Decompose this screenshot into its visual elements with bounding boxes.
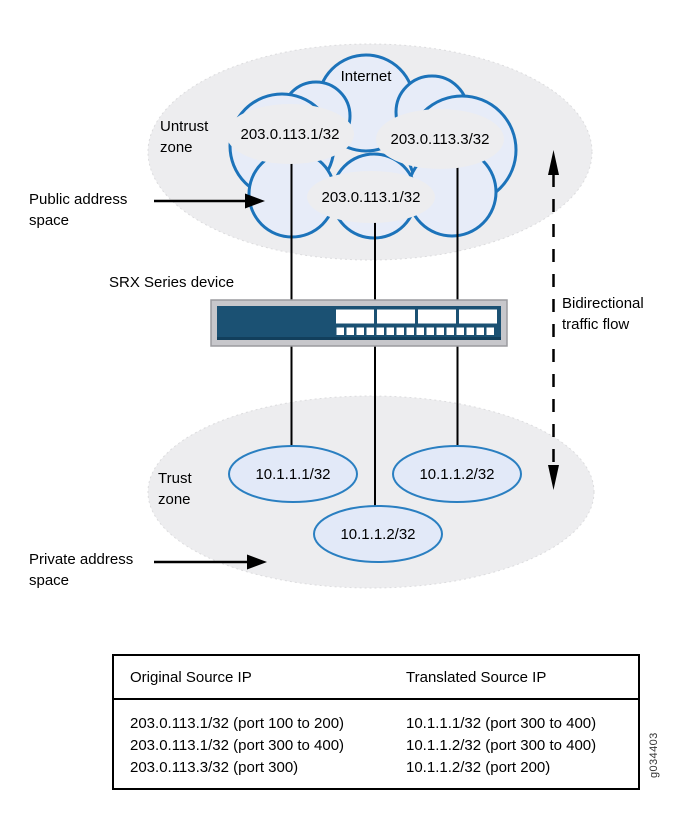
private-ip-bubble-1 (228, 445, 358, 503)
original-ip-cell: 203.0.113.1/32 (port 300 to 400) (130, 737, 345, 754)
srx-device (210, 299, 508, 347)
public-ip-bubble-3 (307, 171, 435, 223)
private-ip-bubble-2 (392, 445, 522, 503)
public-address-space-label: Public address space (29, 191, 128, 229)
arrow-right-icon (245, 193, 265, 209)
internet-label: Internet (341, 68, 393, 85)
private-ip-1: 10.1.1.1/32 (255, 466, 330, 483)
untrust-zone-label: Untrust zone (160, 118, 209, 156)
table-row: 203.0.113.3/32 (port 300) 10.1.1.2/32 (p… (130, 757, 638, 779)
private-ip-3: 10.1.1.2/32 (340, 526, 415, 543)
srx-device-port-slots (336, 309, 497, 335)
public-ip-2: 203.0.113.3/32 (391, 131, 490, 148)
private-ip-bubble-3 (313, 505, 443, 563)
arrow-right-icon (247, 554, 267, 570)
bidirectional-arrow (548, 150, 559, 490)
arrow-up-icon (548, 150, 559, 175)
srx-device-faceplate-shadow (217, 337, 501, 340)
arrow-down-icon (548, 465, 559, 490)
public-ip-3: 203.0.113.1/32 (322, 189, 421, 206)
trust-zone-ellipse (147, 395, 595, 589)
table-row: 203.0.113.1/32 (port 100 to 200) 10.1.1.… (130, 713, 638, 735)
table-row: 203.0.113.1/32 (port 300 to 400) 10.1.1.… (130, 735, 638, 757)
translated-ip-cell: 10.1.1.1/32 (port 300 to 400) (406, 715, 597, 732)
public-ip-bubble-2 (376, 109, 504, 169)
trust-zone-label: Trust zone (158, 470, 192, 508)
public-ip-1: 203.0.113.1/32 (241, 126, 340, 143)
figure-id-label: g034403 (648, 732, 660, 778)
private-address-space-label: Private address space (29, 551, 134, 589)
private-address-arrow (154, 554, 267, 570)
original-ip-cell: 203.0.113.1/32 (port 100 to 200) (130, 715, 345, 732)
bidirectional-traffic-label: Bidirectional traffic flow (562, 295, 644, 333)
srx-series-device-label: SRX Series device (109, 274, 235, 291)
nat-table-header-original: Original Source IP (130, 669, 252, 686)
nat-table-header-translated: Translated Source IP (406, 669, 547, 686)
nat-translation-table: Original Source IP Translated Source IP … (112, 654, 640, 790)
original-ip-cell: 203.0.113.3/32 (port 300) (130, 759, 299, 776)
translated-ip-cell: 10.1.1.2/32 (port 300 to 400) (406, 737, 597, 754)
nat-table-header-row: Original Source IP Translated Source IP (114, 656, 638, 700)
public-ip-bubble-1 (226, 104, 354, 164)
translated-ip-cell: 10.1.1.2/32 (port 200) (406, 759, 551, 776)
public-address-arrow (154, 193, 265, 209)
nat-table-body: 203.0.113.1/32 (port 100 to 200) 10.1.1.… (114, 700, 638, 779)
private-ip-2: 10.1.1.2/32 (419, 466, 494, 483)
diagram-canvas: Internet 203.0.113.1/32 203.0.113.3/32 2… (147, 43, 595, 589)
